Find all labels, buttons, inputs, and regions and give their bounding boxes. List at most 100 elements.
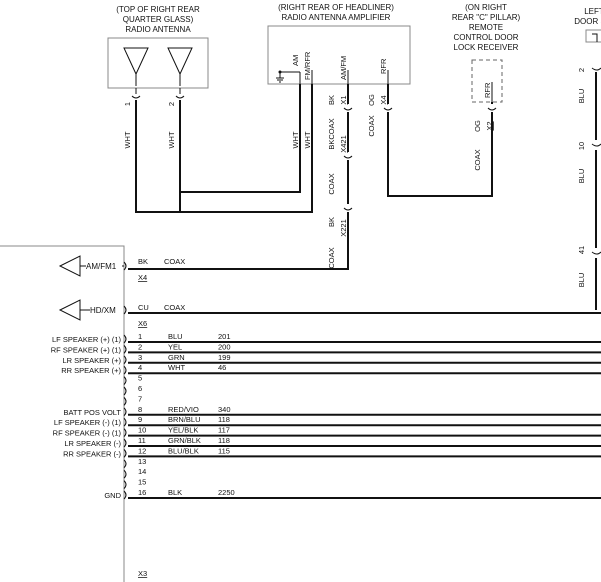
pin-number: 5	[138, 374, 142, 383]
wire-wht-2: WHT	[167, 131, 176, 148]
conn-x1: X1	[339, 95, 348, 104]
amplifier-title-1: (RIGHT REAR OF HEADLINER)	[278, 3, 394, 12]
pin-number: 9	[138, 415, 142, 424]
wire-wht-1: WHT	[123, 131, 132, 148]
glass-pin-2: 2	[167, 102, 176, 106]
pin-number: 4	[138, 363, 142, 372]
pin-wire-color: RED/VIO	[168, 405, 199, 414]
wire-wht-3: WHT	[291, 131, 300, 148]
pin-wire-color: YEL/BLK	[168, 426, 198, 435]
pin-circuit: 115	[218, 446, 230, 455]
pin-label: LR SPEAKER (-)	[64, 439, 121, 448]
pin-terminal	[123, 397, 127, 406]
conn-x4-top: X4	[379, 95, 388, 104]
conn-x221: X221	[339, 219, 348, 237]
radio-pin-row: 6	[123, 384, 142, 396]
pin-terminal	[123, 334, 127, 344]
door-wire-blu-3: BLU	[577, 273, 586, 288]
pin-circuit: 46	[218, 363, 226, 372]
amp-term-amfm: AM/FM	[339, 56, 348, 80]
pin-number: 12	[138, 446, 146, 455]
amfm-label: AM/FM1	[86, 262, 117, 271]
glass-antenna-box	[107, 37, 209, 89]
door-title-1: LEFT	[584, 7, 601, 16]
pin-number: 7	[138, 394, 142, 403]
door-pin-41: 41	[577, 246, 586, 254]
radio-pin-row: 7	[123, 394, 142, 406]
hdxm-type: COAX	[164, 303, 185, 312]
pin-label: BATT POS VOLT	[63, 408, 121, 417]
hdxm-label: HD/XM	[90, 306, 116, 315]
amp-term-fmrfr: FM/RFR	[303, 51, 312, 80]
amp-term-rfr: RFR	[379, 58, 388, 74]
amplifier-box	[267, 25, 411, 85]
glass-antenna: (TOP OF RIGHT REAR QUARTER GLASS) RADIO …	[107, 5, 209, 149]
pin-terminal	[123, 428, 127, 437]
wire-bk-2: BK	[327, 217, 336, 227]
receiver-title-4: CONTROL DOOR	[453, 33, 518, 42]
pin-terminal	[123, 355, 127, 365]
pin-circuit: 2250	[218, 488, 235, 497]
left-door: LEFT DOOR S 2 BLU 10 BLU 41 BLU	[574, 7, 601, 310]
door-speaker-icon	[592, 33, 598, 42]
pin-terminal	[123, 490, 127, 500]
radio-pin-row: 14	[123, 467, 146, 479]
pin-label: LR SPEAKER (+)	[62, 356, 121, 365]
pin-circuit: 199	[218, 353, 231, 362]
pin-number: 11	[138, 436, 146, 445]
door-wire-blu-1: BLU	[577, 89, 586, 104]
amplifier-wires: WHT WHT BK X1 OG X4 BKCOAX X421 COAX COA…	[291, 94, 393, 269]
glass-pin-1: 1	[123, 102, 132, 106]
pin-circuit: 201	[218, 332, 231, 341]
radio-box	[0, 245, 125, 582]
pin-label: RF SPEAKER (-) (1)	[53, 429, 122, 438]
hdxm-antenna-icon	[58, 299, 81, 321]
pin-terminal	[123, 469, 127, 479]
conn-x2: X2	[485, 121, 494, 130]
radio-pin-row: 5	[123, 374, 142, 385]
wire-wht-4: WHT	[303, 131, 312, 148]
wire-og-1: OG	[367, 94, 376, 106]
radio-input-amfm: AM/FM1 BK COAX X4	[58, 255, 349, 282]
hdxm-conn: X6	[138, 319, 147, 328]
pin-number: 14	[138, 467, 146, 476]
wire-coax-bottom: COAX	[327, 247, 336, 268]
pin-terminal	[123, 459, 127, 469]
receiver-title-2: REAR "C" PILLAR)	[452, 13, 521, 22]
pin-terminal	[123, 345, 127, 354]
hdxm-color: CU	[138, 303, 149, 312]
pin-label: RR SPEAKER (+)	[61, 366, 121, 375]
wire-bk-1: BK	[327, 95, 336, 105]
pin-number: 6	[138, 384, 142, 393]
amfm-type: COAX	[164, 257, 185, 266]
ground-conn: X3	[138, 569, 147, 578]
wire-og-2: OG	[473, 120, 482, 132]
glass-antenna-title-1: (TOP OF RIGHT REAR	[116, 5, 200, 14]
door-pin-2: 2	[577, 68, 586, 72]
conn-x421: X421	[339, 135, 348, 153]
receiver-title-5: LOCK RECEIVER	[454, 43, 519, 52]
pin-circuit: 117	[218, 426, 230, 435]
amplifier-title-2: RADIO ANTENNA AMPLIFIER	[282, 13, 391, 22]
pin-label: RF SPEAKER (+) (1)	[51, 345, 122, 354]
pin-label: LF SPEAKER (+) (1)	[52, 335, 121, 344]
pin-circuit: 200	[218, 342, 231, 351]
pin-wire-color: BLU/BLK	[168, 446, 199, 455]
pin-terminal	[123, 417, 127, 427]
door-pin-10: 10	[577, 142, 586, 150]
pin-wire-color: YEL	[168, 342, 182, 351]
pin-label: GND	[104, 491, 121, 500]
door-wire-blu-2: BLU	[577, 169, 586, 184]
pin-terminal	[123, 480, 127, 489]
pin-wire-color: GRN/BLK	[168, 436, 201, 445]
radio-input-hdxm: HD/XM CU COAX X6	[58, 299, 601, 328]
pin-number: 16	[138, 488, 146, 497]
